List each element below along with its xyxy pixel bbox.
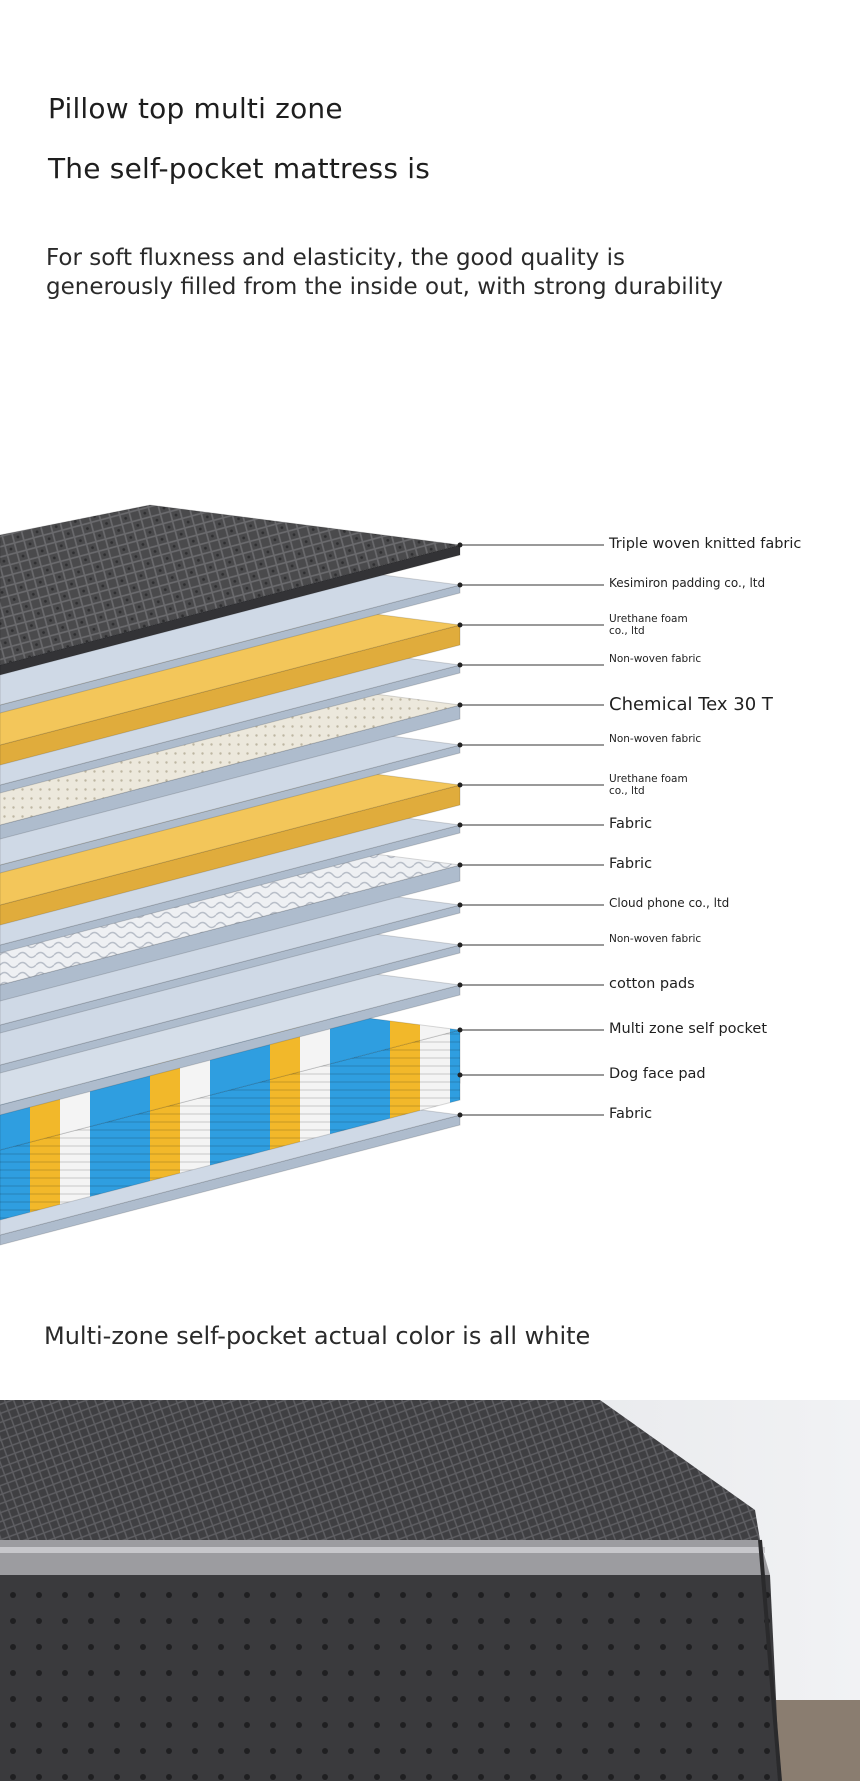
layer-label: Non-woven fabric — [609, 653, 702, 665]
layer-label: Triple woven knitted fabric — [609, 536, 802, 552]
leader-dot — [457, 822, 463, 828]
layer-label: Multi zone self pocket — [609, 1021, 768, 1037]
layer-label: Chemical Tex 30 T — [609, 694, 773, 715]
leader-dot — [457, 582, 463, 588]
layer-label: Kesimiron padding co., ltd — [609, 576, 766, 590]
layer-label: Fabric — [609, 1106, 653, 1122]
title-line-2: The self-pocket mattress is — [48, 152, 430, 185]
leader-dot — [457, 1027, 463, 1033]
leader-dot — [457, 1112, 463, 1118]
layer-label: Non-woven fabric — [609, 733, 702, 745]
leader-dot — [457, 662, 463, 668]
layer-label: Dog face pad — [609, 1066, 706, 1082]
leader-dot — [457, 1072, 463, 1078]
leader-dot — [457, 942, 463, 948]
layer-label: Fabric — [609, 856, 653, 872]
layer-label: Cloud phone co., ltd — [609, 896, 730, 910]
leader-dot — [457, 742, 463, 748]
leader-dot — [457, 862, 463, 868]
layer-label: Urethane foam co., ltd — [609, 773, 688, 797]
exploded-layers-graphic — [0, 504, 604, 1246]
layer-label: Urethane foam co., ltd — [609, 613, 688, 637]
title-line-1: Pillow top multi zone — [48, 92, 343, 125]
leader-dot — [457, 982, 463, 988]
mattress-photo — [0, 1400, 860, 1782]
description-text: For soft fluxness and elasticity, the go… — [46, 245, 724, 300]
mattress-corner-photo — [0, 1400, 860, 1782]
leader-dot — [457, 782, 463, 788]
layer-label: Non-woven fabric — [609, 933, 702, 945]
color-footnote: Multi-zone self-pocket actual color is a… — [44, 1322, 591, 1350]
leader-dot — [457, 702, 463, 708]
leader-dot — [457, 622, 463, 628]
leader-dot — [457, 902, 463, 908]
layer-label: Fabric — [609, 816, 653, 832]
layer-label: cotton pads — [609, 976, 695, 992]
leader-dot — [457, 542, 463, 548]
layer-1 — [0, 504, 461, 676]
